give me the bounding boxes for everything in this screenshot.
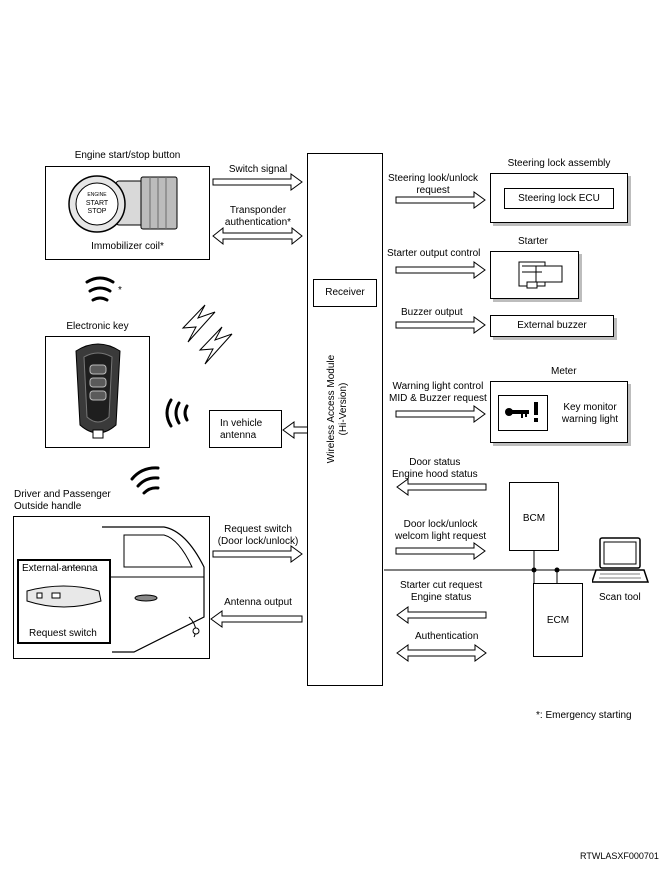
footnote: *: Emergency starting [536, 710, 632, 721]
in-vehicle-antenna-arrow [282, 421, 309, 439]
external-antenna-label: External antenna [22, 563, 98, 574]
starter-output-arrow [395, 261, 486, 279]
starter-output-label: Starter output control [387, 248, 481, 259]
bcm-label: BCM [522, 513, 546, 524]
starter-box [490, 251, 579, 299]
door-status-label: Door status Engine hood status [392, 457, 478, 480]
authentication-label: Authentication [415, 631, 479, 642]
electronic-key-title: Electronic key [66, 321, 129, 332]
starter-cut-arrow [396, 606, 487, 624]
steering-lock-assembly: Steering lock ECU [490, 173, 628, 223]
engine-start-button-icon: ENGINE START STOP [68, 175, 178, 233]
svg-text:ENGINE: ENGINE [87, 192, 107, 198]
door-status-arrow [396, 478, 487, 496]
car-door-icon [102, 526, 205, 653]
ecm-label: ECM [546, 615, 570, 626]
radio-waves-icon [165, 398, 189, 428]
figure-code: RTWLASXF000701 [580, 851, 659, 861]
svg-text:STOP: STOP [88, 208, 107, 215]
antenna-output-arrow [210, 610, 303, 628]
door-lock-request-arrow [395, 542, 486, 560]
authentication-arrow [396, 644, 487, 662]
switch-signal-arrow [212, 173, 303, 191]
key-warning-icon [505, 402, 538, 422]
steering-lock-title: Steering lock assembly [507, 158, 611, 169]
smart-key-icon [75, 343, 121, 439]
request-switch-signal-label: Request switch (Door lock/unlock) [217, 524, 299, 547]
starter-title: Starter [518, 236, 549, 247]
laptop-icon [592, 537, 650, 583]
key-monitor-label: Key monitor warning light [561, 402, 619, 425]
ecm-box: ECM [533, 583, 583, 657]
module-label: Wireless Access Module (Hi-Version) [326, 354, 349, 464]
in-vehicle-antenna-label: In vehicle antenna [220, 418, 263, 441]
outside-handle-panel: External antenna Request switch [13, 516, 210, 659]
handle-detail-inset: External antenna Request switch [17, 559, 111, 644]
starter-cut-label: Starter cut request Engine status [400, 580, 483, 603]
transponder-auth-label: Transponder authentication* [224, 205, 292, 228]
transponder-arrow [212, 226, 303, 246]
wireless-access-module: Receiver Wireless Access Module (Hi-Vers… [307, 153, 383, 686]
steering-request-label: Steering look/unlock request [388, 173, 479, 196]
driver-handle-title: Driver and Passenger Outside handle [14, 489, 111, 512]
external-buzzer-label: External buzzer [517, 320, 587, 331]
bcm-box: BCM [509, 482, 559, 551]
radio-waves-icon [85, 276, 115, 302]
switch-signal-label: Switch signal [228, 164, 288, 175]
radio-waves-icon [130, 466, 160, 495]
request-switch-arrow [212, 545, 303, 563]
door-lock-request-label: Door lock/unlock welcom light request [395, 519, 487, 542]
in-vehicle-antenna-box: In vehicle antenna [209, 410, 282, 448]
request-switch-label: Request switch [29, 628, 97, 639]
receiver-box: Receiver [313, 279, 377, 307]
engine-button-title: Engine start/stop button [74, 150, 181, 161]
immobilizer-coil-label: Immobilizer coil* [91, 241, 164, 252]
meter-title: Meter [551, 366, 577, 377]
coil-asterisk: * [118, 285, 122, 296]
electronic-key-panel [45, 336, 150, 448]
starter-motor-icon [518, 261, 563, 289]
steering-lock-ecu-label: Steering lock ECU [518, 193, 600, 204]
door-handle-icon [26, 566, 102, 608]
antenna-output-label: Antenna output [224, 597, 292, 608]
external-buzzer-box: External buzzer [490, 315, 614, 337]
scan-tool-label: Scan tool [599, 592, 641, 603]
key-monitor-icon-frame [498, 395, 548, 431]
receiver-label: Receiver [325, 287, 365, 298]
warning-light-arrow [395, 405, 486, 423]
steering-lock-ecu-box: Steering lock ECU [504, 188, 614, 209]
buzzer-output-arrow [395, 316, 486, 334]
wireless-signal-icon [181, 304, 233, 365]
warning-light-label: Warning light control MID & Buzzer reque… [389, 381, 487, 404]
engine-button-panel: ENGINE START STOP Immobilizer coil* [45, 166, 210, 260]
buzzer-output-label: Buzzer output [401, 307, 463, 318]
svg-text:START: START [86, 200, 109, 207]
steering-request-arrow [395, 191, 486, 209]
meter-box: Key monitor warning light [490, 381, 628, 443]
